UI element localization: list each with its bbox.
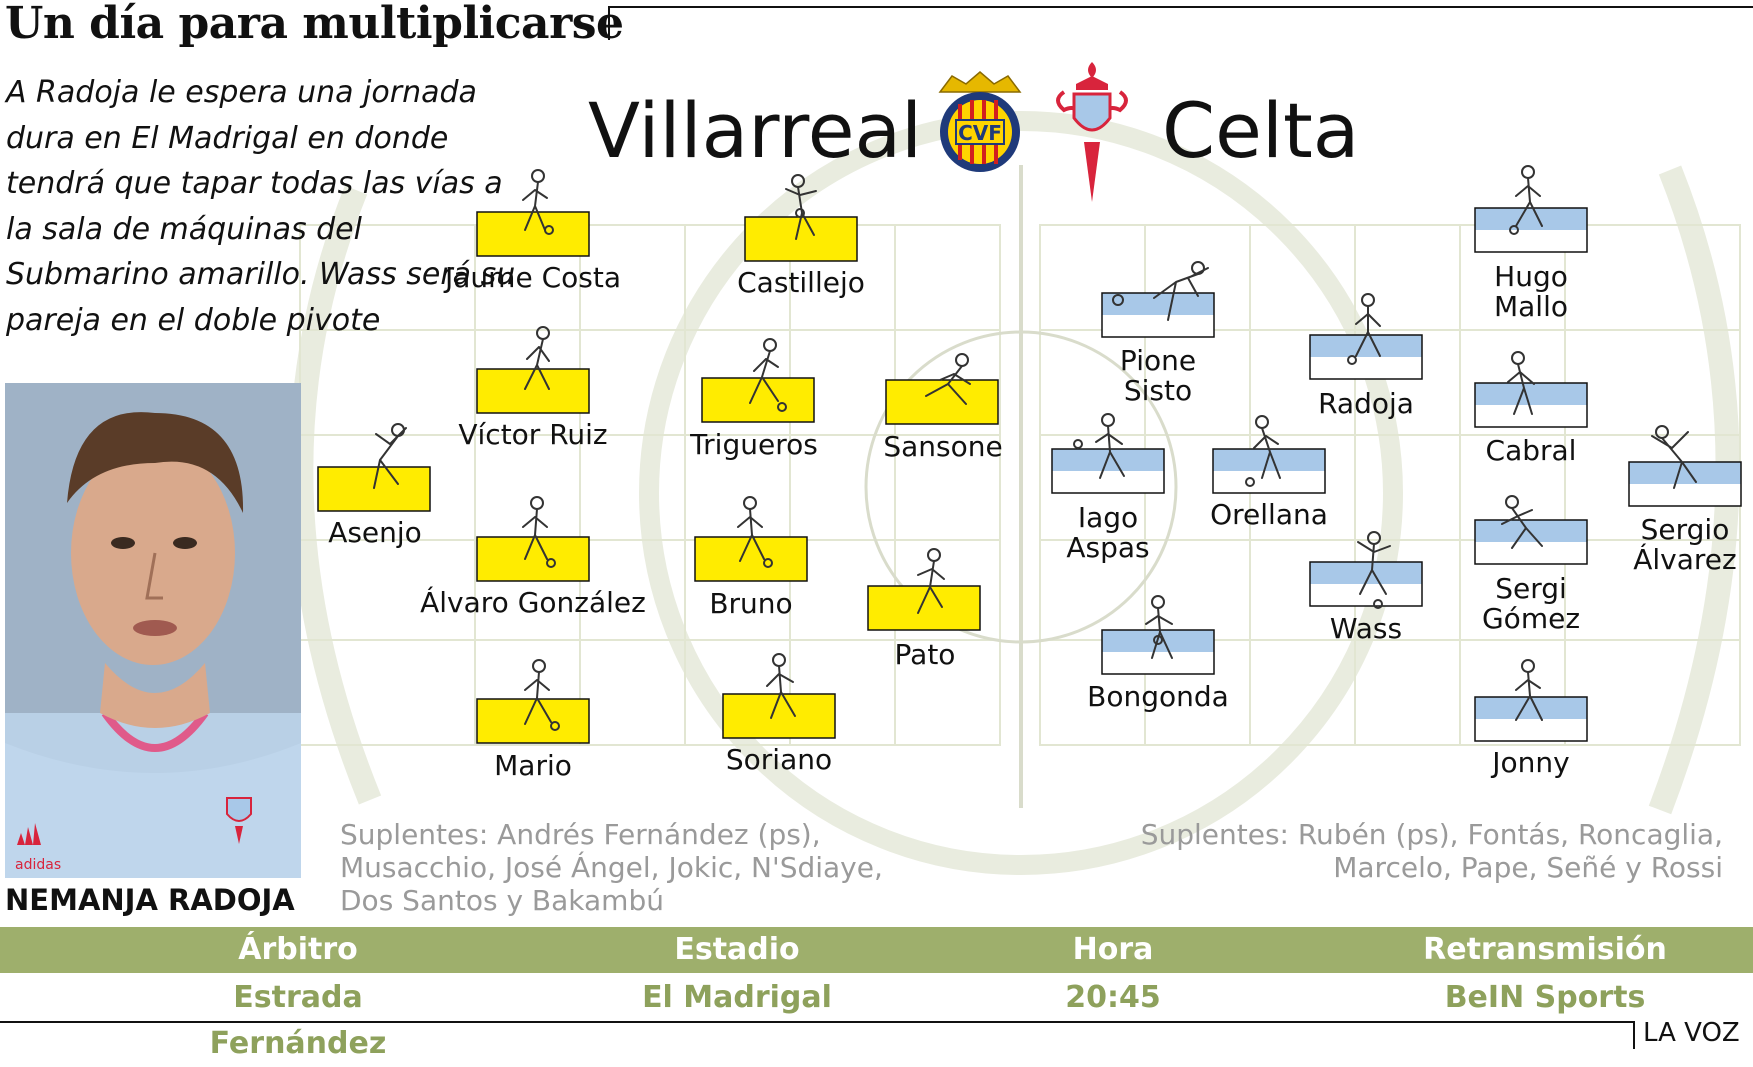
- player-portrait-image: adidas: [5, 383, 301, 878]
- home-team-name: Villarreal: [588, 86, 923, 175]
- home-subs: Suplentes: Andrés Fernández (ps), Musacc…: [340, 818, 883, 917]
- player-label: Radoja: [1318, 387, 1414, 420]
- card-sergi-gomez: [1474, 519, 1588, 565]
- player-label: Bruno: [709, 587, 793, 620]
- card-soriano: [722, 693, 836, 739]
- referee-header: Árbitro: [238, 932, 358, 967]
- card-sergio-alvarez: [1628, 461, 1742, 507]
- card-jonny: [1474, 696, 1588, 742]
- brand-logo: LA VOZ: [1643, 1018, 1740, 1048]
- bottom-rule: [0, 1021, 1633, 1023]
- referee-value: Estrada Fernández: [209, 980, 387, 1061]
- subs-line: Suplentes: Rubén (ps), Fontás, Roncaglia…: [1140, 818, 1723, 851]
- stadium-value: El Madrigal: [642, 980, 832, 1015]
- card-radoja: [1309, 334, 1423, 380]
- match-info-bar: [0, 927, 1753, 973]
- broadcast-header: Retransmisión: [1423, 932, 1667, 967]
- player-label: Cabral: [1485, 434, 1577, 467]
- player-label: Jonny: [1492, 746, 1570, 779]
- card-jaume-costa: [476, 211, 590, 257]
- player-label: Soriano: [725, 743, 833, 776]
- player-label: Wass: [1329, 612, 1403, 645]
- subs-line: Musacchio, José Ángel, Jokic, N'Sdiaye,: [340, 851, 883, 884]
- player-figures: [373, 165, 1697, 731]
- subs-line: Marcelo, Pape, Señé y Rossi: [1333, 851, 1723, 884]
- top-rule: [608, 6, 1753, 8]
- celta-badge-icon: [226, 797, 252, 844]
- subs-line: Suplentes: Andrés Fernández (ps),: [340, 818, 821, 851]
- top-rule-hook: [608, 6, 610, 40]
- player-label: Asenjo: [328, 516, 422, 549]
- card-hugo-mallo: [1474, 207, 1588, 253]
- celta-crest-icon: [1056, 62, 1128, 202]
- time-value: 20:45: [1065, 980, 1161, 1015]
- adidas-logo-icon: [17, 823, 41, 845]
- away-team-name: Celta: [1162, 86, 1360, 175]
- card-bruno: [694, 536, 808, 582]
- player-label: Bongonda: [1087, 680, 1229, 713]
- player-label: Víctor Ruiz: [458, 418, 608, 451]
- villarreal-player-cards: [317, 211, 999, 744]
- player-label: Pato: [894, 638, 956, 671]
- player-photo: adidas: [5, 383, 301, 878]
- svg-text:CVF: CVF: [958, 121, 1002, 145]
- player-label: Jaume Costa: [445, 261, 621, 294]
- card-asenjo: [317, 466, 431, 512]
- featured-player-name: NEMANJA RADOJA: [5, 883, 295, 917]
- player-label: Mario: [494, 749, 572, 782]
- stadium-header: Estadio: [674, 932, 800, 967]
- player-label: Álvaro González: [420, 586, 646, 619]
- subs-line: Dos Santos y Bakambú: [340, 884, 664, 917]
- player-label: Castillejo: [737, 266, 865, 299]
- player-label: Trigueros: [690, 428, 818, 461]
- bottom-rule-hook: [1633, 1021, 1635, 1049]
- pitch-lines: [289, 111, 1741, 875]
- time-header: Hora: [1072, 932, 1154, 967]
- intro-text: A Radoja le espera una jornada dura en E…: [6, 75, 516, 338]
- card-castillejo: [744, 216, 858, 262]
- away-subs: Suplentes: Rubén (ps), Fontás, Roncaglia…: [1141, 818, 1723, 884]
- card-pato: [867, 585, 981, 631]
- card-cabral: [1474, 382, 1588, 428]
- card-alvaro-gonzalez: [476, 536, 590, 582]
- card-wass: [1309, 561, 1423, 607]
- player-label: Sansone: [883, 430, 1003, 463]
- svg-text:adidas: adidas: [15, 857, 61, 873]
- villarreal-crest-icon: CVF: [938, 71, 1022, 172]
- card-victor-ruiz: [476, 368, 590, 414]
- broadcast-value: BeIN Sports: [1444, 980, 1646, 1015]
- card-pione-sisto: [1101, 292, 1215, 338]
- celta-player-cards: [1051, 207, 1742, 742]
- page-title: Un día para multiplicarse: [5, 0, 624, 49]
- player-label: Orellana: [1210, 498, 1328, 531]
